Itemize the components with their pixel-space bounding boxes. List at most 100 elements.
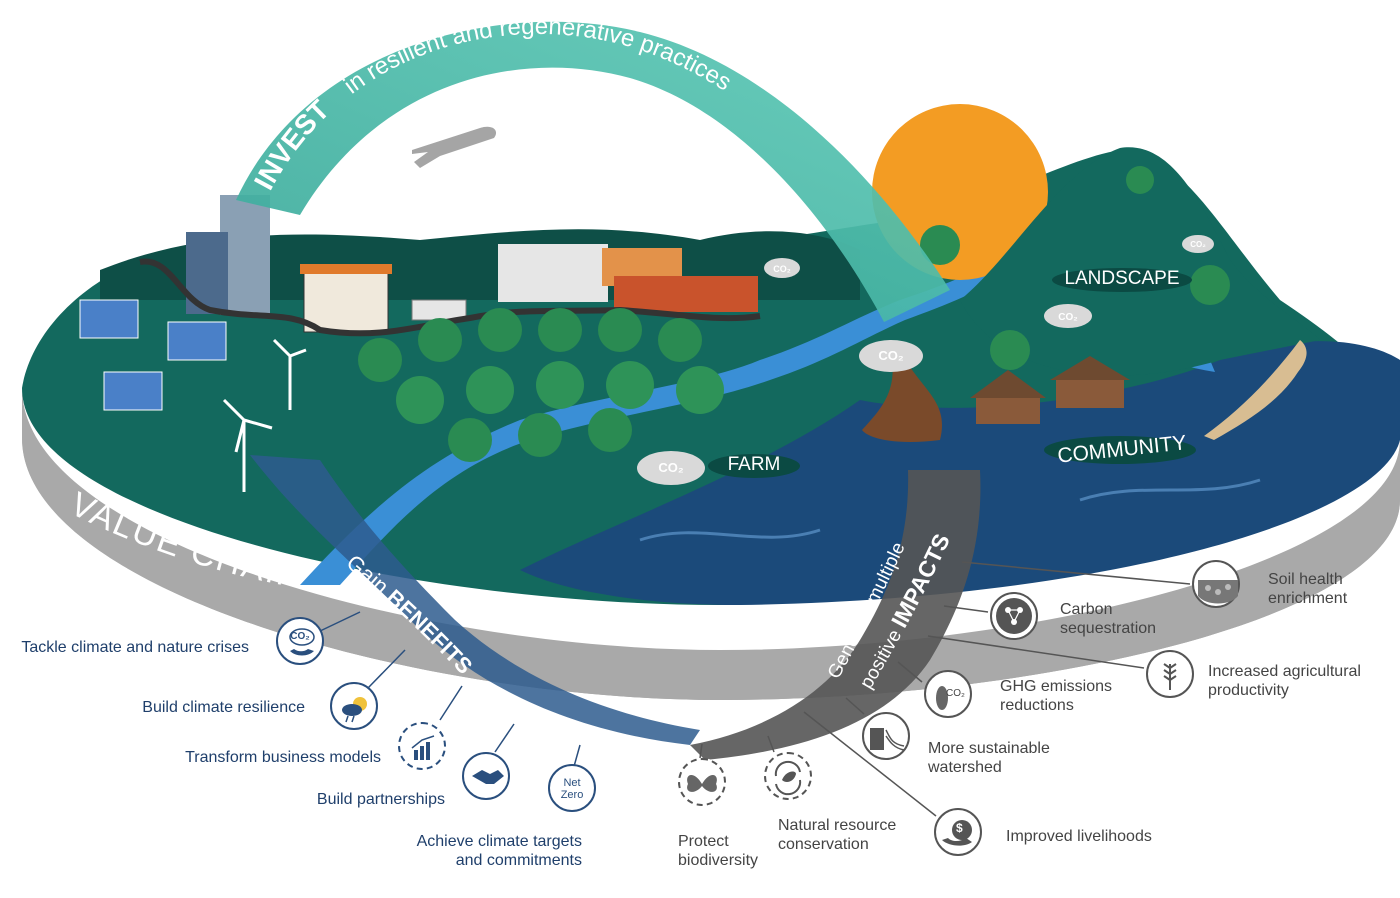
impact-watershed-line2: watershed [928, 759, 1002, 776]
tree [1126, 166, 1154, 194]
skyscraper [220, 195, 270, 315]
hut [976, 396, 1040, 424]
benefit-build-resilience: Build climate resilience [142, 699, 305, 716]
co2-label: CO₂ [878, 348, 904, 363]
money-bag-svg [942, 820, 972, 846]
farm-pad [708, 454, 800, 478]
factory [498, 244, 608, 302]
impact-ghg-reductions: GHG emissions reductions [1000, 677, 1112, 715]
butterfly-svg [687, 774, 717, 792]
landscape-label: LANDSCAPE [1064, 268, 1179, 289]
impact-carbon-line2: sequestration [1060, 620, 1157, 637]
river [300, 176, 1156, 586]
impact-soil-health-line2: enrichment [1268, 590, 1348, 607]
connector [494, 723, 515, 753]
connector [439, 685, 463, 721]
footprint-co2-svg [936, 686, 948, 710]
footprint-co2-text: CO₂ [946, 688, 965, 699]
growth-chart-icon [398, 722, 446, 770]
sun [872, 104, 1048, 280]
tree [536, 361, 584, 409]
impact-resource-line2: conservation [778, 836, 869, 853]
connector [961, 561, 1191, 585]
impact-carbon-line1: Carbon [1060, 601, 1113, 618]
solar-panel [167, 321, 227, 361]
tree [1190, 265, 1230, 305]
co2-cloud [764, 258, 800, 278]
recycle-leaf-svg [774, 760, 802, 796]
tree [538, 308, 582, 352]
invest-ribbon [236, 21, 950, 323]
wheat-icon [1146, 650, 1194, 698]
connector [845, 697, 865, 715]
airplane [412, 126, 497, 168]
benefit-achieve-targets-line2: and commitments [455, 852, 582, 869]
storm-sun-icon [330, 682, 378, 730]
turbine-blade [222, 398, 246, 422]
impacts-ribbon [690, 470, 981, 760]
tree [658, 318, 702, 362]
coastline [1204, 340, 1307, 440]
impact-livelihoods-line1: Improved livelihoods [1006, 828, 1152, 845]
city [139, 195, 761, 337]
impact-biodiversity: Protect biodiversity [678, 832, 758, 870]
money-bag-icon: $ [934, 808, 982, 856]
benefit-connectors [317, 611, 581, 771]
storm-sun-svg [342, 697, 367, 723]
soil-svg [1198, 580, 1238, 604]
impact-agricultural-productivity: Increased agricultural productivity [1208, 662, 1361, 700]
co2-label: CO₂ [1190, 240, 1206, 249]
connector [699, 743, 703, 759]
connector [317, 611, 361, 633]
road [139, 258, 761, 337]
co2-label: CO₂ [773, 264, 791, 274]
soil-icon [1192, 560, 1240, 608]
turbine-blade [243, 418, 273, 430]
impact-ghg-line1: GHG emissions [1000, 678, 1113, 695]
platform-side-front [22, 388, 1400, 700]
tree [466, 366, 514, 414]
co2-clouds [637, 235, 1214, 485]
orchard [358, 166, 1230, 462]
shop [303, 269, 389, 333]
wind-turbines [222, 338, 307, 492]
connector [927, 635, 1145, 669]
connector [767, 735, 775, 753]
impact-agri-line1: Increased agricultural [1208, 663, 1361, 680]
tree [418, 318, 462, 362]
impact-carbon-sequestration: Carbon sequestration [1060, 600, 1156, 638]
wave-2 [1079, 478, 1261, 502]
impact-watershed: More sustainable watershed [928, 739, 1050, 777]
co2-cloud [859, 340, 923, 372]
tree [518, 413, 562, 457]
impact-soil-health: Soil health enrichment [1268, 570, 1347, 608]
handshake-svg [472, 770, 504, 784]
benefits-ribbon [250, 455, 700, 745]
impact-connectors [699, 561, 1191, 817]
impact-resource-conservation: Natural resource conservation [778, 816, 896, 854]
tree [396, 376, 444, 424]
benefit-achieve-targets-line1: Achieve climate targets [416, 833, 582, 850]
co2-cloud [1182, 235, 1214, 253]
turbine-blade [289, 348, 307, 358]
tree [358, 338, 402, 382]
co2-cloud [637, 451, 705, 485]
tree [448, 418, 492, 462]
tree [588, 408, 632, 452]
connector [803, 711, 937, 817]
impact-agri-line2: productivity [1208, 682, 1289, 699]
co2-cloud [1044, 304, 1092, 328]
impact-ghg-line2: reductions [1000, 697, 1074, 714]
tree [676, 366, 724, 414]
benefit-build-partnerships: Build partnerships [316, 791, 445, 808]
landscape-pad [1052, 268, 1192, 292]
wheat-svg [1163, 663, 1177, 690]
solar-panels [79, 299, 227, 411]
co2-label: CO₂ [658, 460, 684, 475]
waterfall-svg [870, 728, 905, 751]
co2-label: CO₂ [1058, 312, 1077, 323]
wave-1 [639, 528, 821, 542]
community-pad [1044, 436, 1196, 464]
handshake-icon [462, 752, 510, 800]
